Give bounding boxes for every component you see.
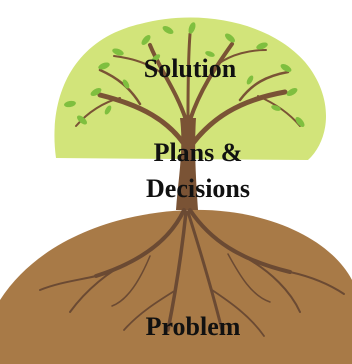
tree-leaves bbox=[64, 22, 305, 127]
label-decisions: Decisions bbox=[146, 174, 250, 203]
label-problem: Problem bbox=[145, 312, 241, 341]
label-plans: Plans & bbox=[153, 138, 243, 167]
tree-roots bbox=[39, 208, 345, 337]
label-solution: Solution bbox=[143, 54, 237, 83]
label-plans-decisions: Plans & Decisions bbox=[118, 135, 278, 207]
